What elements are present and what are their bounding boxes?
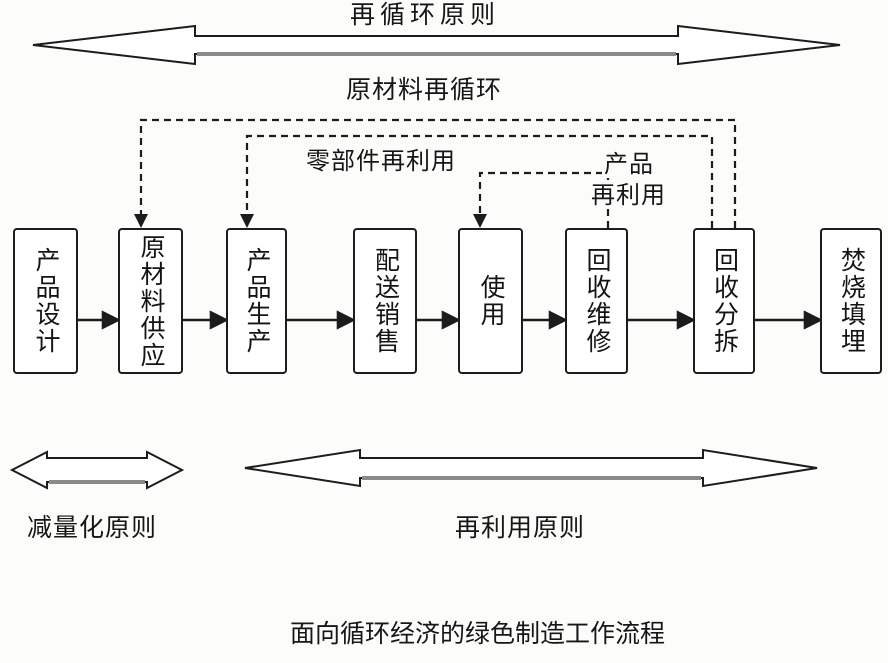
product-reuse-arrowhead: [473, 214, 487, 228]
process-box-recycle-repair: 回收维修: [565, 228, 628, 374]
product-reuse-label-line1: 产品: [602, 151, 656, 179]
recycle-principle-arrow: [32, 24, 841, 66]
process-box-production: 产品生产: [226, 228, 287, 374]
raw-material-recycle-label: 原材料再循环: [346, 76, 503, 104]
product-reuse-label-line2: 再利用: [589, 182, 668, 210]
diagram-caption: 面向循环经济的绿色制造工作流程: [290, 620, 666, 648]
process-box-product-design: 产品设计: [13, 228, 78, 374]
recycle-principle-label: 再循环原则: [350, 1, 501, 29]
process-box-label: 焚烧填埋: [837, 247, 866, 355]
process-box-recycle-disassembly: 回收分拆: [693, 228, 755, 374]
parts-reuse-arrowhead: [240, 214, 254, 228]
raw-material-recycle-line: [139, 118, 737, 228]
reuse-principle-label: 再利用原则: [455, 514, 586, 542]
process-box-raw-material-supply: 原材料供应: [118, 228, 183, 374]
process-flow-arrows: [78, 310, 823, 330]
process-box-label: 产品生产: [243, 247, 271, 355]
process-box-incineration-landfill: 焚烧填埋: [820, 228, 882, 374]
process-box-label: 回收分拆: [710, 247, 739, 355]
process-box-label: 配送销售: [371, 247, 400, 355]
reuse-principle-arrow: [244, 448, 818, 488]
parts-reuse-line: [245, 134, 714, 228]
process-box-use: 使用: [458, 228, 523, 374]
process-box-distribution-sales: 配送销售: [353, 228, 417, 374]
process-box-label: 产品设计: [32, 247, 60, 355]
reduce-principle-label: 减量化原则: [27, 514, 158, 542]
process-box-label: 回收维修: [583, 247, 611, 355]
process-box-label: 使用: [477, 274, 505, 328]
raw-material-recycle-arrowhead: [134, 214, 148, 228]
process-box-label: 原材料供应: [137, 233, 165, 369]
parts-reuse-label: 零部件再利用: [306, 148, 456, 175]
reduce-principle-arrow: [9, 450, 185, 490]
